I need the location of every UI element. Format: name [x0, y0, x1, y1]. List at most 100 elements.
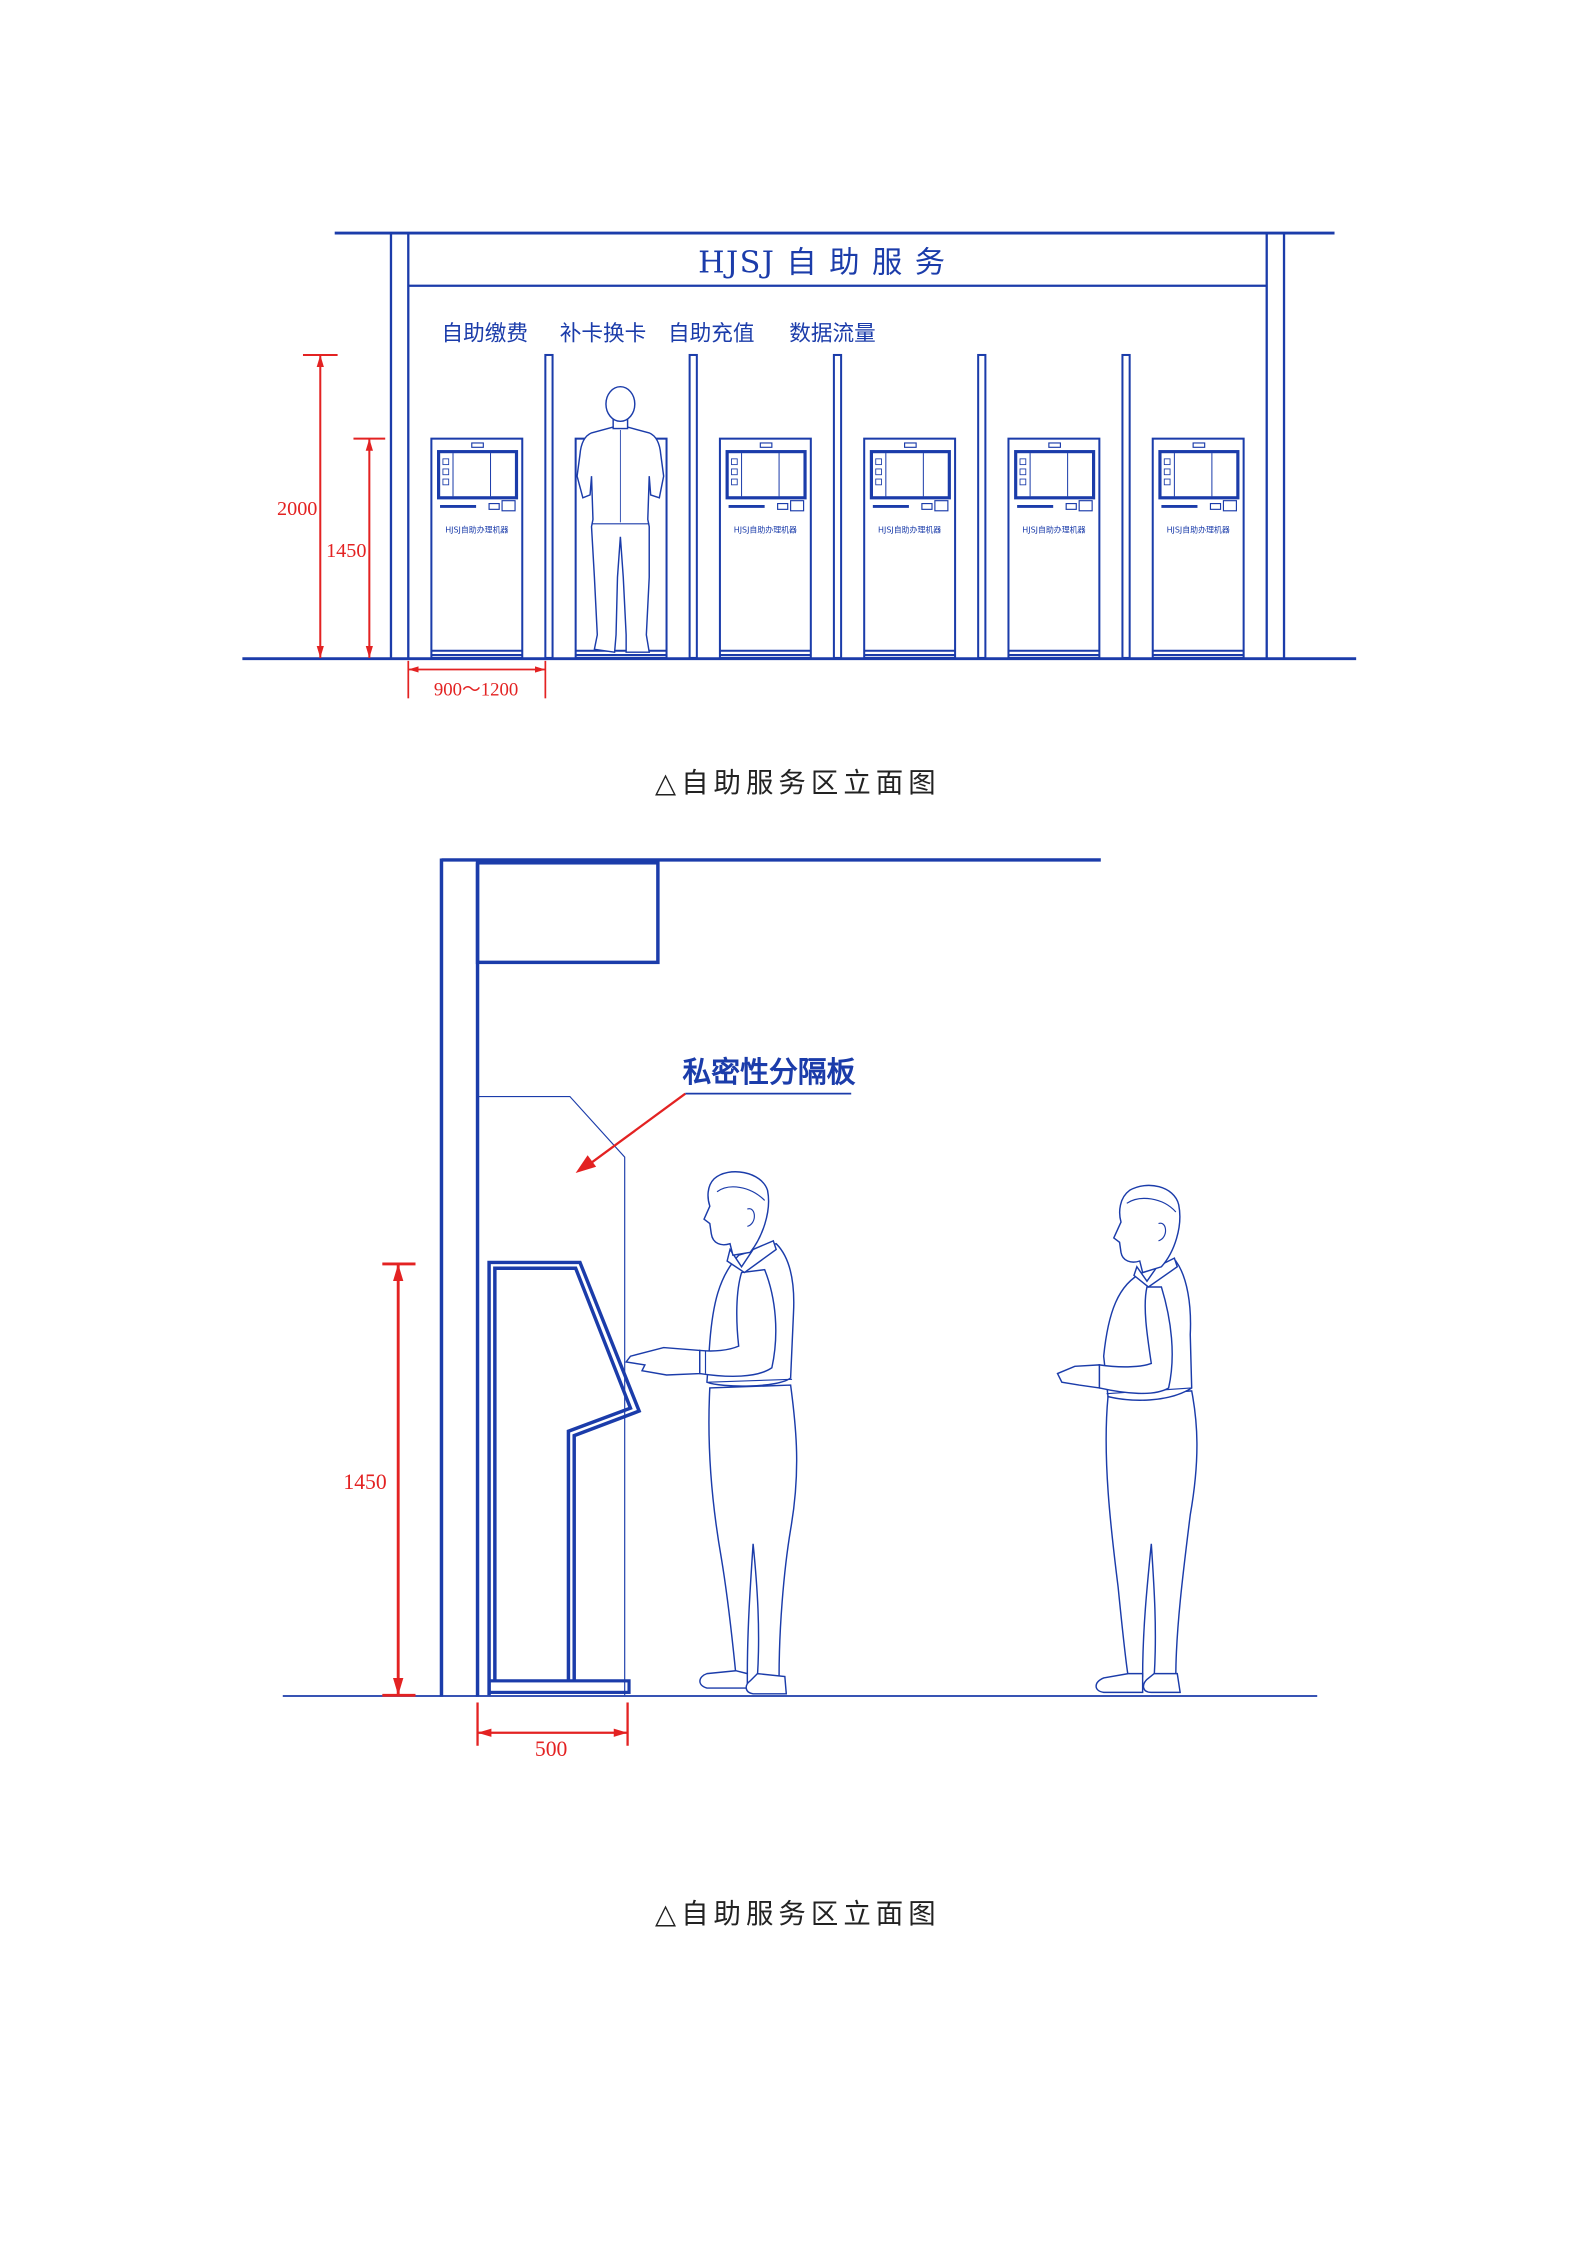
- person-shoe: [1095, 1672, 1144, 1694]
- kiosk-screen: [1014, 450, 1096, 500]
- person-shoe: [699, 1670, 749, 1689]
- receipt-slot: [488, 502, 500, 510]
- screen-button: [1019, 478, 1027, 486]
- person-shoe: [1142, 1672, 1181, 1694]
- kiosk-front-occupied: [574, 385, 668, 659]
- kiosk-front: HJSJ自助办理机器: [718, 437, 812, 659]
- person-collar: [1133, 1257, 1179, 1288]
- screen-button: [731, 458, 738, 466]
- dimension-side-kiosk-depth: 500: [476, 1702, 629, 1761]
- receipt-slot: [921, 502, 933, 510]
- keypad: [1078, 500, 1093, 512]
- person-back-view: [576, 385, 665, 653]
- kiosk-indicator: [1048, 442, 1061, 448]
- kiosk-front: HJSJ自助办理机器: [1151, 437, 1245, 659]
- screen-button: [442, 478, 450, 486]
- caption-side-elevation: △自助服务区立面图: [655, 1899, 941, 1930]
- person-head: [605, 385, 636, 423]
- person-collar: [726, 1239, 778, 1274]
- partition-panel: [832, 353, 843, 659]
- screen-button: [875, 478, 882, 486]
- screen-button: [1019, 468, 1027, 476]
- dimension-bay-width: 900～1200: [407, 660, 547, 700]
- kiosk-front: HJSJ自助办理机器: [1007, 437, 1101, 659]
- keypad: [934, 500, 949, 512]
- service-label-topup: 自助充值: [668, 322, 755, 347]
- dimension-text: 1450: [326, 540, 366, 562]
- partition-panel: [1121, 353, 1131, 659]
- person-body: [576, 426, 665, 653]
- kiosk-base-plate: [487, 1679, 631, 1694]
- kiosk-inner-profile: [493, 1266, 633, 1681]
- kiosk-label: HJSJ自助办理机器: [734, 524, 797, 534]
- partition-panel: [977, 353, 987, 659]
- person-hair: [1126, 1197, 1177, 1213]
- kiosk-outer-profile: [487, 1260, 642, 1696]
- kiosk-body: [863, 437, 957, 659]
- person-shoe: [745, 1672, 788, 1695]
- kiosk-side-profile: [487, 1260, 642, 1696]
- kiosk-indicator: [1192, 442, 1206, 448]
- kiosk-label: HJSJ自助办理机器: [445, 524, 508, 534]
- kiosk-label: HJSJ自助办理机器: [1022, 524, 1085, 534]
- screen-button: [875, 458, 882, 466]
- privacy-panel-outline: [477, 1095, 626, 1696]
- dimension-kiosk-height: 1450: [326, 437, 386, 658]
- screen-button: [442, 458, 450, 466]
- kiosk-indicator: [759, 442, 773, 448]
- kiosk-screen: [725, 450, 807, 500]
- screen-button: [1163, 458, 1171, 466]
- kiosk-body: [1007, 437, 1101, 659]
- kiosk-front: HJSJ自助办理机器: [430, 437, 524, 659]
- person-ear: [1158, 1222, 1167, 1242]
- screen-button: [731, 478, 738, 486]
- keypad: [501, 500, 516, 512]
- person-using-kiosk: [624, 1171, 798, 1695]
- caption-front-elevation: △自助服务区立面图: [655, 768, 941, 799]
- person-belt: [708, 1378, 793, 1383]
- dimension-text: 900～1200: [434, 679, 518, 700]
- receipt-slot: [777, 502, 789, 510]
- ceiling-bulkhead: [475, 861, 660, 965]
- person-hair: [716, 1186, 766, 1201]
- keypad: [1222, 500, 1237, 512]
- kiosk-indicator: [471, 442, 484, 448]
- dimension-text: 2000: [277, 498, 317, 520]
- person-pants: [708, 1384, 798, 1678]
- callout-arrowhead: [575, 1155, 597, 1173]
- kiosk-indicator: [904, 442, 917, 448]
- front-elevation: HJSJ 自 助 服 务 自助缴费 补卡换卡 自助充值 数据流量 HJSJ自助办…: [242, 231, 1357, 700]
- screen-button: [1163, 478, 1171, 486]
- screen-button: [1163, 468, 1171, 476]
- receipt-slot: [1065, 502, 1077, 510]
- service-label-card: 补卡换卡: [560, 322, 647, 347]
- screen-button: [875, 468, 882, 476]
- person-hand: [624, 1346, 701, 1376]
- dimension-side-kiosk-height: 1450: [343, 1262, 416, 1697]
- sign-title: HJSJ 自 助 服 务: [698, 246, 946, 281]
- kiosk-label: HJSJ自助办理机器: [1167, 524, 1230, 534]
- screen-button: [1019, 458, 1027, 466]
- dimension-overall-height: 2000: [277, 353, 338, 658]
- person-head: [703, 1171, 770, 1257]
- service-label-payment: 自助缴费: [441, 322, 528, 347]
- keypad: [790, 500, 805, 512]
- screen-button: [731, 468, 738, 476]
- callout-leader: [586, 1092, 686, 1167]
- dimension-text: 500: [535, 1737, 567, 1761]
- privacy-panel-label: 私密性分隔板: [682, 1055, 855, 1089]
- person-waiting: [1056, 1184, 1198, 1694]
- kiosk-screen: [869, 450, 951, 500]
- kiosk-body: [430, 437, 524, 659]
- partition-panel: [544, 353, 554, 659]
- kiosk-body: [718, 437, 812, 659]
- kiosk-body: [1151, 437, 1245, 659]
- kiosk-label: HJSJ自助办理机器: [878, 524, 941, 534]
- person-head: [1112, 1184, 1181, 1274]
- screen-button: [442, 468, 450, 476]
- person-pants: [1105, 1390, 1198, 1678]
- person-hand: [1056, 1364, 1101, 1389]
- kiosk-front: HJSJ自助办理机器: [863, 437, 957, 659]
- kiosk-screen: [437, 450, 519, 500]
